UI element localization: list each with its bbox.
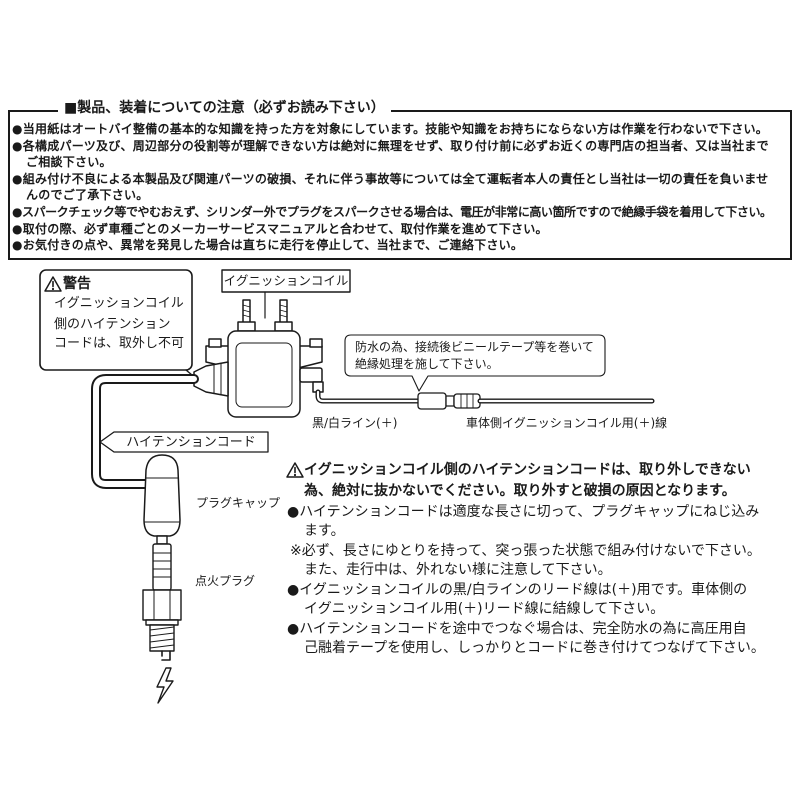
coil-stud-nut-left bbox=[237, 321, 256, 332]
lead-label: 黒/白ライン(＋) bbox=[312, 416, 398, 430]
ignition-coil bbox=[193, 299, 324, 418]
coil-lead-wire bbox=[315, 389, 421, 404]
coil-ht-boot bbox=[193, 361, 229, 397]
waterproof-note-line: 防水の為、接続後ビニールテープ等を巻いて bbox=[355, 340, 594, 354]
plug-hex-nut bbox=[142, 589, 182, 621]
vehicle-lead-label: 車体側イグニッションコイル用(＋)線 bbox=[466, 416, 668, 430]
plug-cap-label: プラグキャップ bbox=[196, 496, 281, 510]
cord-label-arrow bbox=[99, 431, 269, 453]
notice-line: ●組み付け不良による本製品及び関連パーツの破損、それに伴う事故等については全て運… bbox=[12, 171, 769, 186]
cord-label: ハイテンションコード bbox=[126, 434, 256, 450]
plug-insulator bbox=[152, 543, 172, 591]
warning-callout-box bbox=[39, 269, 193, 371]
coil-stud-nut-right bbox=[274, 321, 293, 332]
notes-line-continuation: 己融着テープを使用し、しっかりとコードに巻き付けてつなげて下さい。 bbox=[304, 640, 765, 656]
notes-line: ●ハイテンションコードを途中でつなぐ場合は、完全防水の為に高圧用自 bbox=[287, 621, 747, 637]
warning-heading: 警告 bbox=[63, 276, 91, 292]
notes-warning-line: イグニッションコイル側のハイテンションコードは、取り外しできない bbox=[304, 462, 751, 478]
notes-line: ●イグニッションコイルの黒/白ラインのリード線は(＋)用です。車体側の bbox=[287, 582, 748, 598]
notice-box bbox=[8, 110, 792, 260]
notes-line-continuation: ます。 bbox=[304, 523, 345, 539]
notes-line-continuation: また、走行中は、外れない様に注意して下さい。 bbox=[304, 562, 612, 578]
plug-gasket bbox=[145, 619, 179, 626]
plug-terminal bbox=[156, 535, 168, 545]
warning-text-line: イグニッションコイル bbox=[54, 296, 184, 311]
warning-triangle-icon bbox=[286, 462, 304, 478]
connector-female bbox=[417, 392, 447, 410]
notice-line: ●スパークチェック等でやむおえず、シリンダー外でプラグをスパークさせる場合は、電… bbox=[12, 204, 772, 219]
bullet-connector bbox=[417, 392, 481, 410]
notice-line-continuation: んのでご了承下さい。 bbox=[26, 188, 149, 203]
warning-text-line: 側のハイテンション bbox=[54, 317, 171, 332]
waterproof-note-line: 絶縁処理を施して下さい。 bbox=[355, 357, 499, 371]
coil-body-face bbox=[235, 342, 293, 408]
connector-male-pin bbox=[445, 395, 455, 407]
notes-line: ※必ず、長さにゆとりを持って、突っ張った状態で組み付けないで下さい。 bbox=[290, 543, 761, 559]
lightning-bolt-icon bbox=[156, 667, 174, 704]
notes-warning-line: 為、絶対に抜かないでください。取り外すと破損の原因となります。 bbox=[304, 483, 736, 499]
plug-ground-electrode bbox=[161, 650, 171, 661]
notice-line: ●お気付きの点や、異常を発見した場合は直ちに走行を停止して、当社まで、ご連絡下さ… bbox=[12, 238, 524, 253]
plug-cap bbox=[143, 454, 181, 537]
coil-lead-terminal bbox=[299, 367, 323, 383]
high-tension-cord bbox=[91, 374, 199, 489]
notes-line: ●ハイテンションコードは適度な長さに切って、プラグキャップにねじ込み bbox=[287, 504, 760, 520]
notice-line-continuation: ご相談下さい。 bbox=[26, 155, 112, 170]
notice-line: ●当用紙はオートバイ整備の基本的な知識を持った方を対象にしています。技能や知識を… bbox=[12, 122, 769, 136]
notes-line-continuation: イグニッションコイル用(＋)リード線に結線して下さい。 bbox=[304, 601, 665, 617]
warning-triangle-icon bbox=[44, 276, 62, 292]
notice-title: ■製品、装着についての注意（必ずお読み下さい） bbox=[58, 101, 391, 115]
coil-mount-bolt-right bbox=[309, 338, 323, 348]
waterproof-callout-box bbox=[344, 334, 606, 392]
notice-list: ●当用紙はオートバイ整備の基本的な知識を持った方を対象にしています。技能や知識を… bbox=[12, 121, 792, 254]
warning-text-line: コードは、取外し不可 bbox=[54, 336, 185, 351]
notice-line: ●取付の際、必ず車種ごとのメーカーサービスマニュアルと合わせて、取付作業を進めて… bbox=[12, 221, 548, 236]
coil-mount-bolt-left bbox=[208, 338, 222, 348]
spark-plug-label: 点火プラグ bbox=[195, 574, 256, 588]
coil-label-box bbox=[221, 269, 351, 293]
coil-mount-ear-right bbox=[297, 345, 323, 369]
coil-label: イグニッションコイル bbox=[223, 273, 349, 288]
notice-line: ●各構成パーツ及び、周辺部分の役割等が理解できない方は絶対に無理をせず、取り付け… bbox=[12, 138, 769, 153]
spark-plug bbox=[142, 535, 182, 661]
